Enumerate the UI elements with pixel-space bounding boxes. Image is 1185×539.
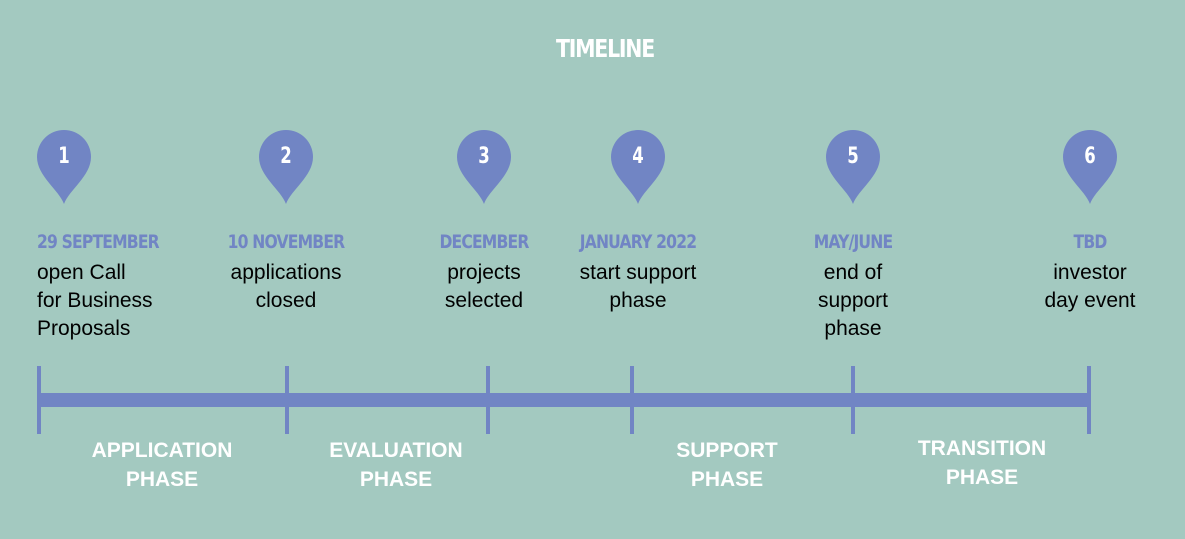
milestone-description: end of support phase — [817, 261, 889, 340]
milestone-description: projects selected — [444, 261, 524, 312]
milestone-date: DECEMBER — [439, 231, 529, 253]
timeline-tick — [285, 366, 289, 434]
timeline-tick — [1087, 366, 1091, 434]
timeline-tick — [37, 366, 41, 434]
milestone-number: 3 — [478, 144, 490, 169]
map-pin-icon: 3 — [457, 130, 511, 204]
map-pin-icon: 4 — [611, 130, 665, 204]
milestone-number: 2 — [280, 144, 292, 169]
milestone-description: applications closed — [230, 261, 342, 312]
timeline-tick — [630, 366, 634, 434]
milestone-description: investor day event — [1044, 261, 1136, 312]
milestone-number: 5 — [847, 144, 859, 169]
timeline-track — [38, 393, 1090, 407]
milestone-number: 4 — [632, 144, 644, 169]
timeline-tick — [486, 366, 490, 434]
phase-support: SUPPORT PHASE — [676, 439, 778, 491]
milestone-date: JANUARY 2022 — [579, 231, 697, 253]
map-pin-icon: 5 — [826, 130, 880, 204]
phase-application: APPLICATION PHASE — [91, 439, 233, 491]
milestone-date: TBD — [1073, 231, 1108, 253]
map-pin-icon: 2 — [259, 130, 313, 204]
timeline-tick — [851, 366, 855, 434]
map-pin-icon: 6 — [1063, 130, 1117, 204]
milestone-number: 6 — [1084, 144, 1096, 169]
map-pin-icon: 1 — [37, 130, 91, 204]
milestone-description: open Call for Business Proposals — [37, 261, 153, 340]
milestone-date: 10 NOVEMBER — [227, 231, 345, 253]
phase-transition: TRANSITION PHASE — [917, 437, 1047, 489]
phase-evaluation: EVALUATION PHASE — [329, 439, 463, 491]
milestone-date: 29 SEPTEMBER — [37, 231, 160, 253]
milestone-number: 1 — [58, 144, 70, 169]
page-title: TIMELINE — [555, 34, 655, 63]
milestone-description: start support phase — [579, 261, 697, 312]
milestone-date: MAY/JUNE — [813, 231, 893, 253]
